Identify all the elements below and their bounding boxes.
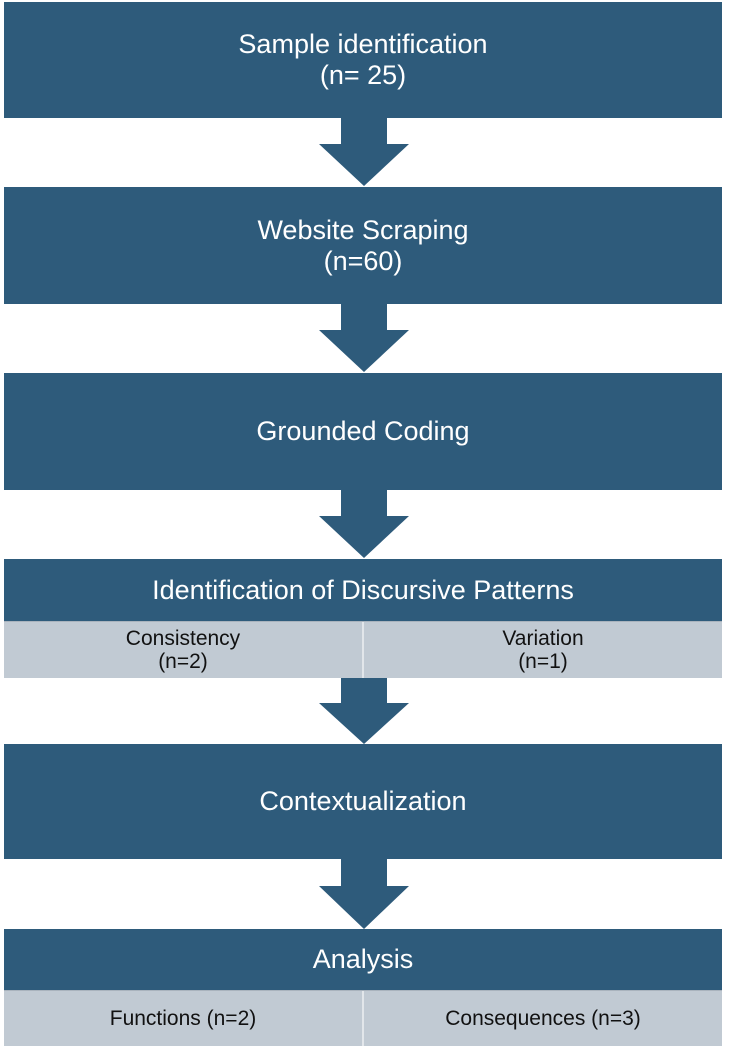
sub-cell-consequences: Consequences (n=3) <box>362 991 722 1046</box>
sub-cell-consistency: Consistency (n=2) <box>4 622 362 678</box>
down-arrow-icon <box>319 490 409 558</box>
sub-label: Functions (n=2) <box>109 1007 257 1030</box>
sub-cell-variation: Variation (n=1) <box>362 622 722 678</box>
sub-count: (n=1) <box>518 650 568 673</box>
step-analysis: Analysis <box>4 929 722 990</box>
sub-count: (n=2) <box>158 650 208 673</box>
sub-label: Consequences (n=3) <box>445 1007 641 1030</box>
down-arrow-icon <box>319 118 409 186</box>
step-title: Grounded Coding <box>256 416 470 446</box>
step-contextualization: Contextualization <box>4 744 722 859</box>
step-title: Identification of Discursive Patterns <box>152 574 574 605</box>
step-website-scraping: Website Scraping (n=60) <box>4 187 722 304</box>
step-count: (n= 25) <box>319 60 407 90</box>
down-arrow-icon <box>319 859 409 929</box>
step-sample-identification: Sample identification (n= 25) <box>4 2 722 118</box>
step-title: Sample identification <box>238 29 488 59</box>
step-title: Analysis <box>312 944 414 974</box>
step-discursive-patterns: Identification of Discursive Patterns <box>4 559 722 621</box>
step-grounded-coding: Grounded Coding <box>4 373 722 490</box>
down-arrow-icon <box>319 304 409 372</box>
step-title: Website Scraping <box>257 214 469 245</box>
sub-label: Variation <box>502 627 584 650</box>
down-arrow-icon <box>319 678 409 744</box>
step-title: Contextualization <box>259 786 467 816</box>
discursive-patterns-subrow: Consistency (n=2) Variation (n=1) <box>4 621 722 678</box>
sub-label: Consistency <box>125 627 241 650</box>
analysis-subrow: Functions (n=2) Consequences (n=3) <box>4 990 722 1046</box>
step-count: (n=60) <box>323 245 403 276</box>
sub-cell-functions: Functions (n=2) <box>4 991 362 1046</box>
